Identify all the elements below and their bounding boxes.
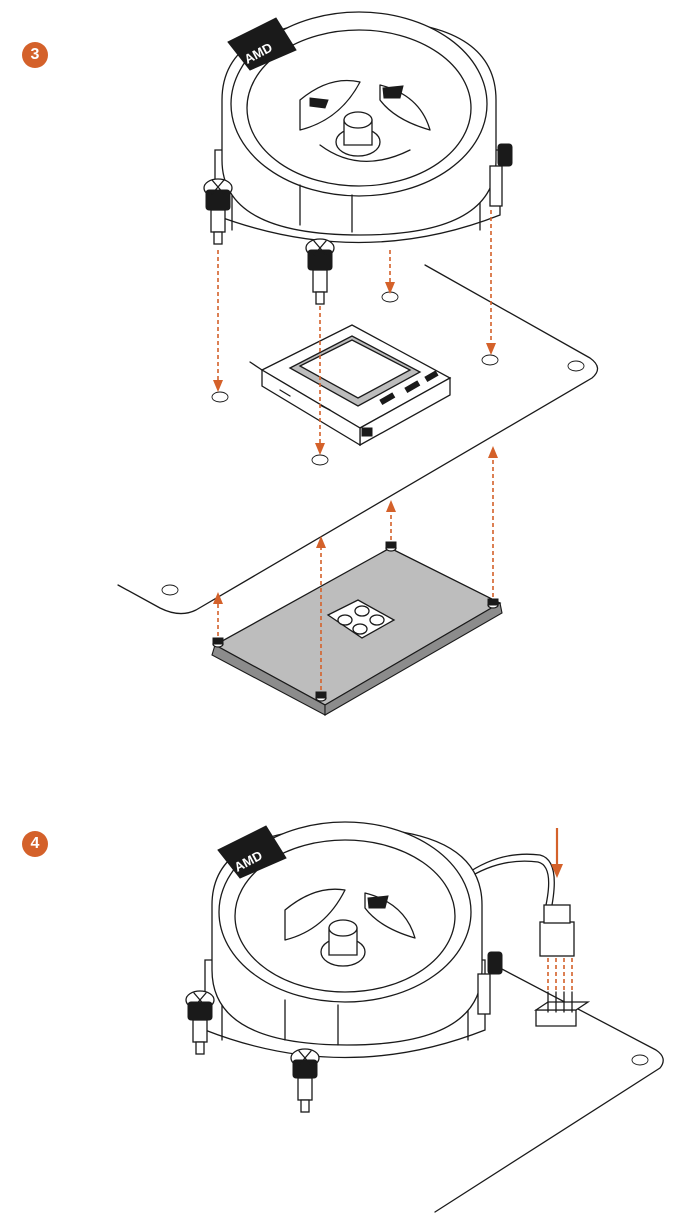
fan-connector: [540, 922, 574, 956]
cooler-screw: [306, 239, 334, 304]
cpu-cooler-step3: AMD: [215, 12, 500, 243]
mb-mounting-hole-step4: [632, 1055, 648, 1065]
backplate: [212, 542, 502, 715]
step-3-illustration: AMD: [118, 12, 598, 715]
cooler-screw: [291, 1049, 319, 1112]
mb-mounting-hole-left: [162, 585, 178, 595]
cpu-socket: [250, 325, 450, 445]
mb-hole-d: [482, 355, 498, 365]
cpu-cooler-step4: AMD: [205, 822, 485, 1058]
mb-mounting-hole-right: [568, 361, 584, 371]
step-4-illustration: AMD: [186, 822, 663, 1212]
cpu-fan-header: [536, 992, 588, 1026]
mb-hole-a: [212, 392, 228, 402]
mb-hole-b: [312, 455, 328, 465]
